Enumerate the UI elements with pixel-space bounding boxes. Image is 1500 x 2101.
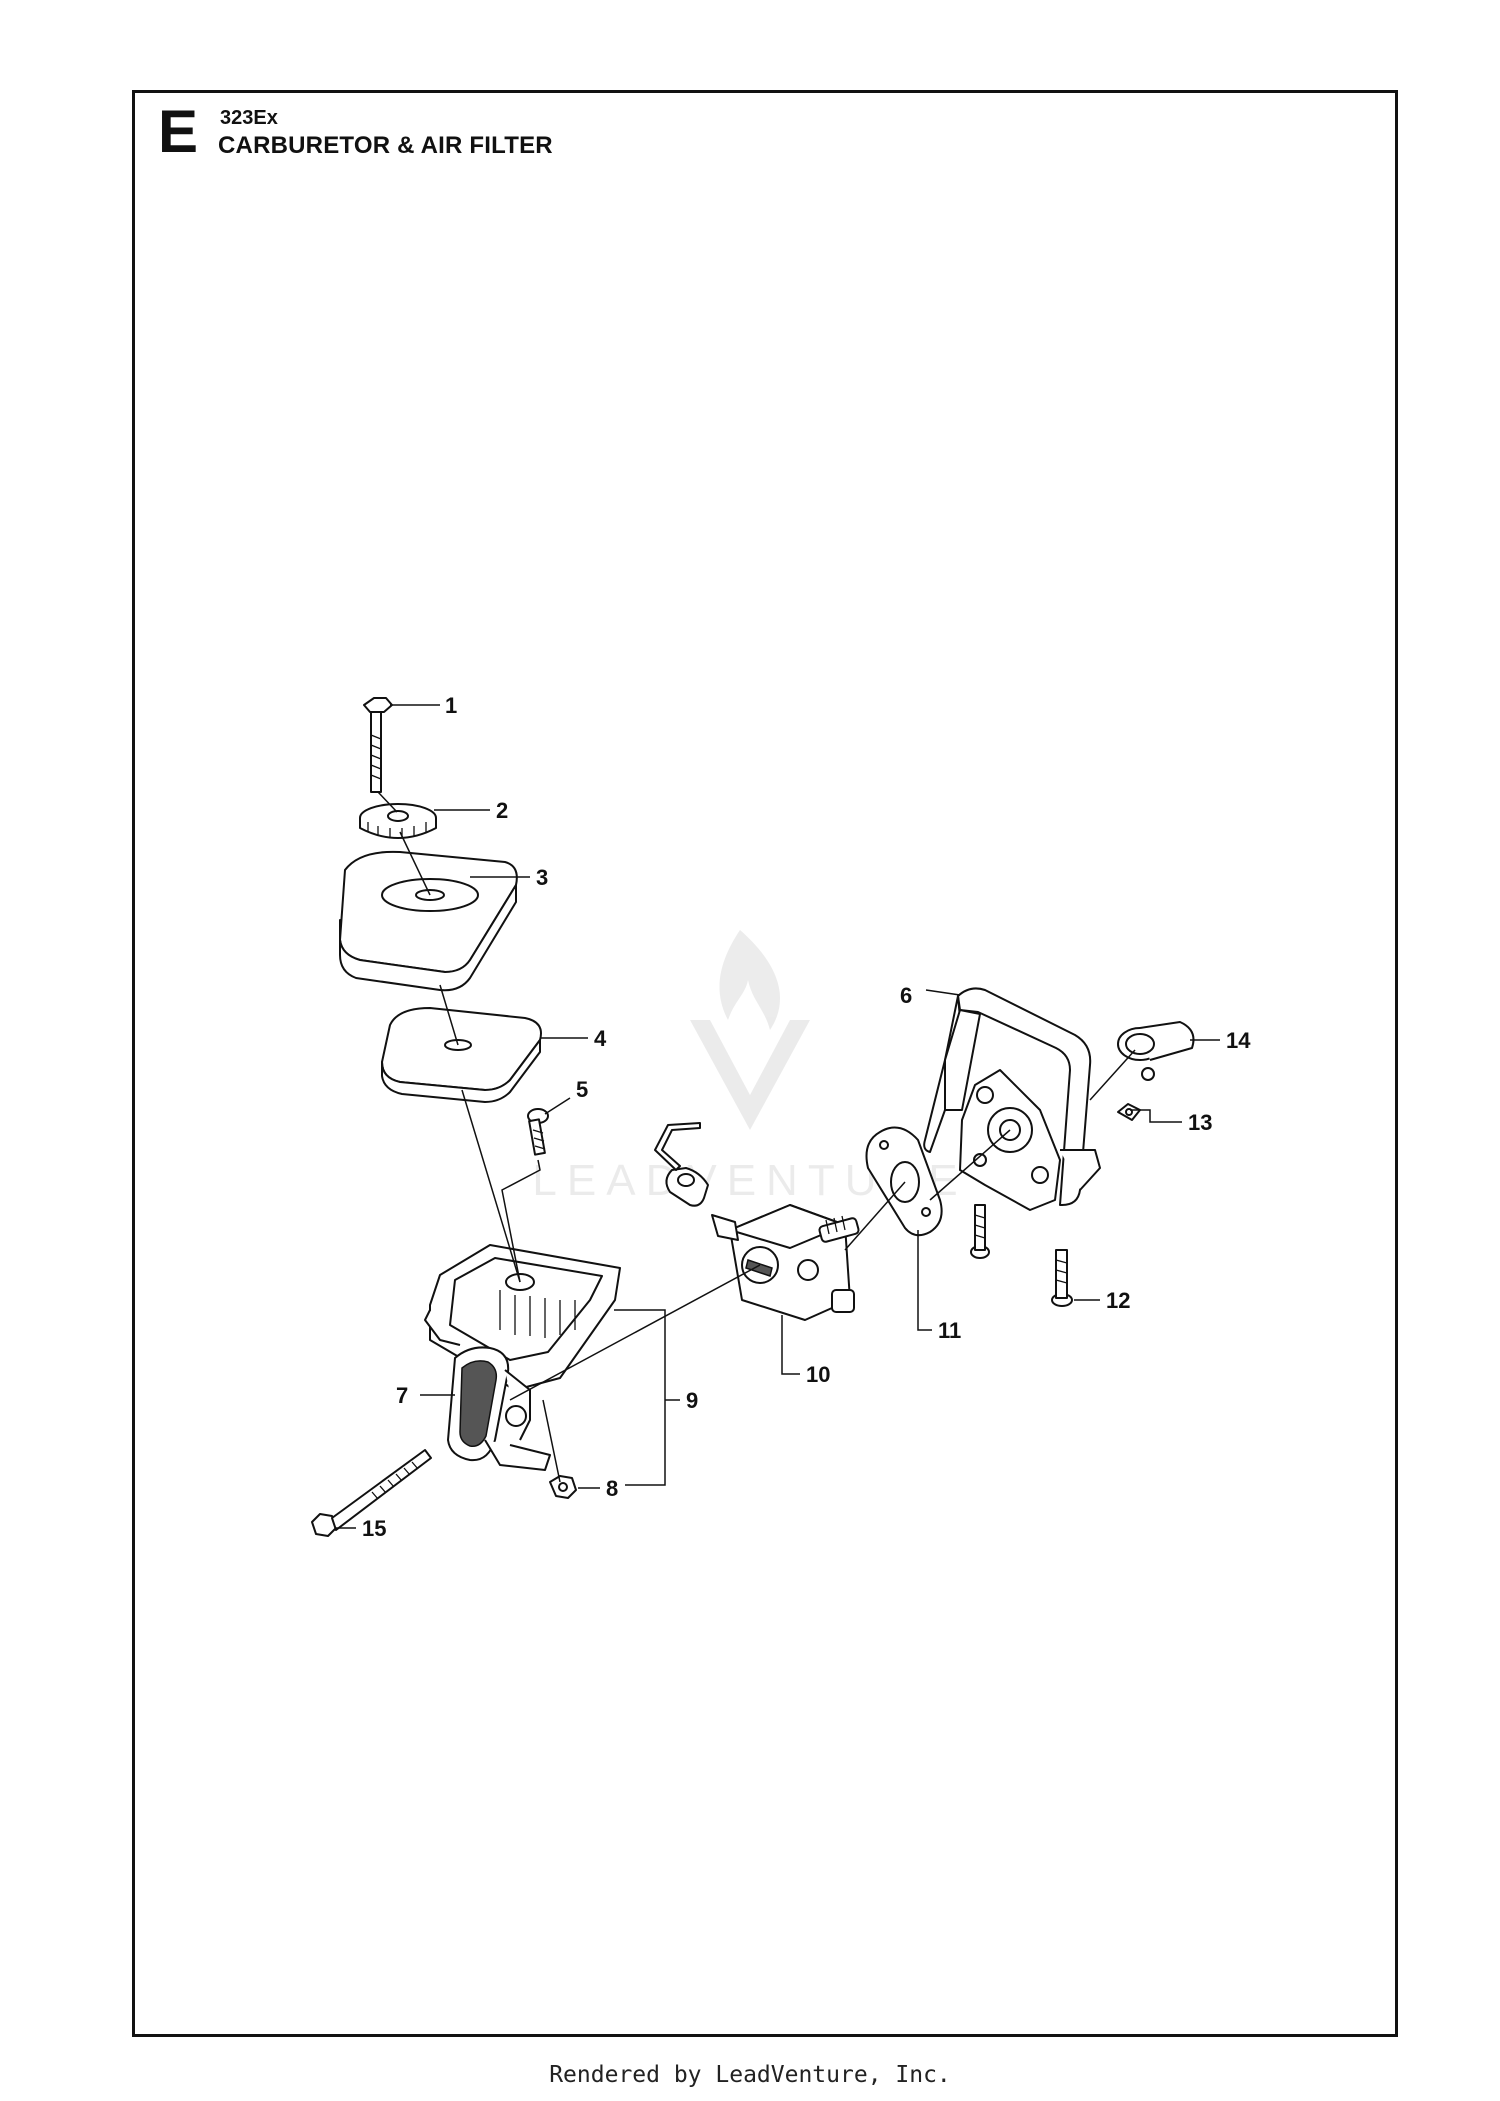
callout-8: 8 bbox=[606, 1476, 618, 1501]
part-8-nut bbox=[549, 1475, 577, 1499]
callout-5: 5 bbox=[576, 1077, 588, 1102]
callout-4: 4 bbox=[594, 1026, 607, 1051]
footer-credit: Rendered by LeadVenture, Inc. bbox=[549, 2062, 951, 2088]
part-6-intake-holder bbox=[923, 987, 1101, 1211]
part-10-carburetor bbox=[654, 1122, 860, 1321]
callout-13: 13 bbox=[1188, 1110, 1212, 1135]
callout-labels: 1 2 3 4 5 6 7 8 9 10 11 12 13 14 15 bbox=[362, 693, 1251, 1541]
section-letter: E bbox=[158, 98, 199, 165]
callout-10: 10 bbox=[806, 1362, 830, 1387]
callout-15: 15 bbox=[362, 1516, 386, 1541]
part-13-square-nut bbox=[1117, 1103, 1141, 1121]
callout-1: 1 bbox=[445, 693, 457, 718]
callout-2: 2 bbox=[496, 798, 508, 823]
diagram-title: CARBURETOR & AIR FILTER bbox=[218, 132, 553, 159]
part-14-sleeve bbox=[1117, 1021, 1195, 1081]
part-5-screw bbox=[527, 1108, 549, 1156]
part-3-filter-cover bbox=[339, 850, 518, 992]
callout-11: 11 bbox=[938, 1318, 961, 1343]
part-1-screw bbox=[363, 697, 393, 793]
part-4-filter-element bbox=[381, 1007, 542, 1103]
callout-14: 14 bbox=[1226, 1028, 1251, 1053]
part-12-screws bbox=[970, 1204, 1073, 1307]
callout-9: 9 bbox=[686, 1388, 698, 1413]
callout-leaders bbox=[336, 704, 1220, 1529]
callout-12: 12 bbox=[1106, 1288, 1130, 1313]
assembly-lines bbox=[377, 791, 1136, 1483]
callout-3: 3 bbox=[536, 865, 548, 890]
part-15-long-bolt bbox=[311, 1449, 432, 1537]
model-name: 323Ex bbox=[220, 107, 278, 129]
callout-6: 6 bbox=[900, 983, 912, 1008]
part-2-knob bbox=[359, 803, 437, 839]
part-7-choke-button bbox=[447, 1346, 551, 1471]
diagram-frame bbox=[132, 90, 1398, 2037]
callout-7: 7 bbox=[396, 1383, 408, 1408]
